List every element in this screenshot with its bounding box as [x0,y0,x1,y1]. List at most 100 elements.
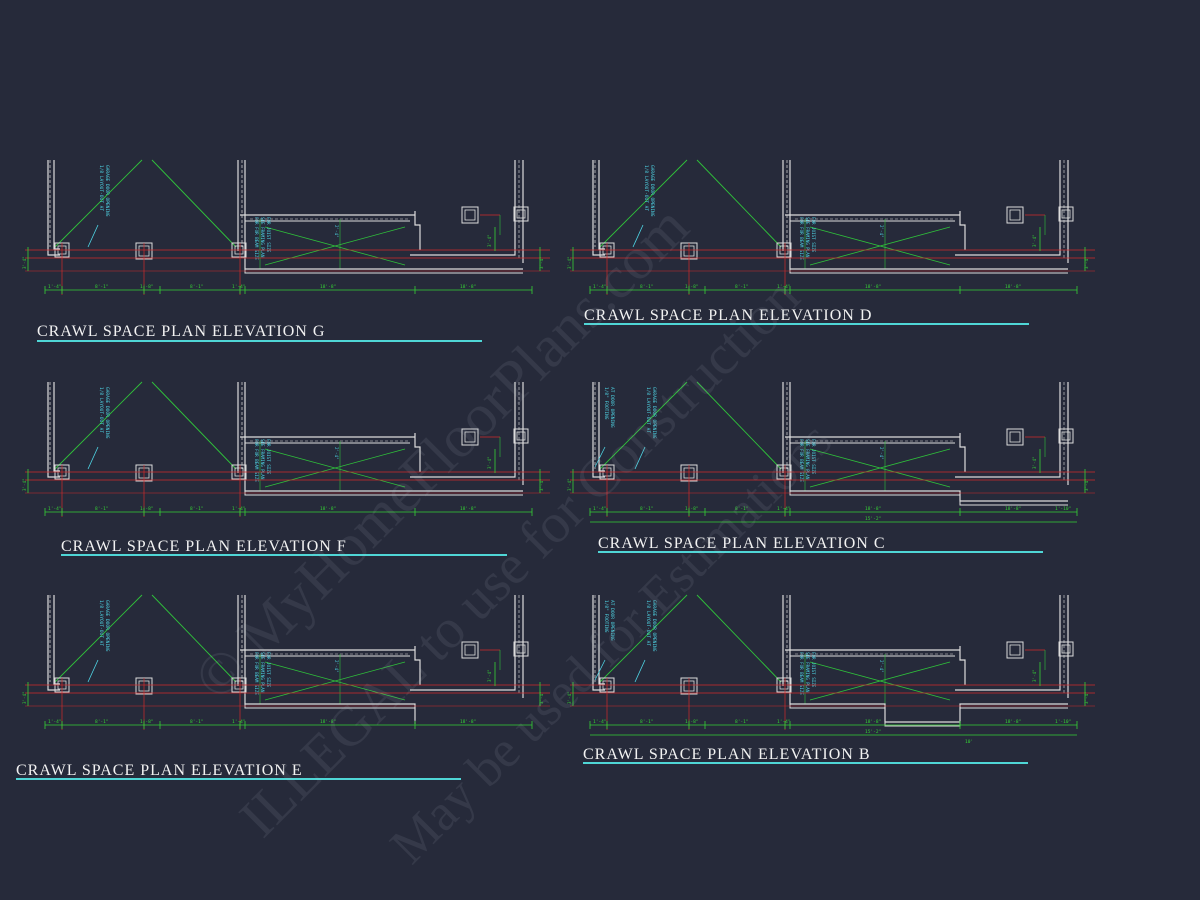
dimension-vertical-label: 3'-4" [1084,478,1089,491]
pier [461,206,479,224]
note-text: GARAGE DOOR OPENING [651,600,657,652]
wing-step [959,646,966,685]
dimension-label-1: 8'-1" [640,719,654,725]
dimension-label-5: 18'-8" [865,719,881,725]
dimension-vertical-label: 3'-4" [22,256,27,269]
garage-diagonal-left [54,159,143,248]
crawl-note: SEE FRAMING PLAN [260,439,265,480]
crawl-note: FOR FOR BEAM SIZE [799,439,804,482]
note-leader [632,224,644,248]
crawl-note: FOR FOR BEAM SIZE [799,217,804,260]
dimension-label-4: 1'-4" [232,719,246,725]
note-leader [634,659,646,683]
pier-inner [516,644,526,654]
plan-title-e: CRAWL SPACE PLAN ELEVATION E [16,762,303,779]
wing-wall-right [955,382,1061,478]
dimension-label-4: 1'-4" [777,284,791,290]
crawl-note: 2'-4" [334,225,339,238]
crawl-note: FOR JOIST SIZE [811,652,816,688]
note-text: 1/8 LAYOUT-OUT AT [645,387,651,433]
wing-step [959,433,966,472]
dimension-label-extra: 15'-2" [865,729,881,735]
wing-wall-right [410,595,516,691]
pier [513,206,529,222]
dimension-label-5: 18'-8" [320,284,336,290]
note-leader [594,446,606,468]
pier [1006,428,1024,446]
title-rule-b [583,762,1028,764]
pier [1058,641,1074,657]
crawl-note: 2'-4" [879,660,884,673]
pier [461,428,479,446]
dimension-label-2: 1'-8" [685,719,699,725]
dimension-label-3: 8'-1" [190,719,204,725]
dimension-label-3: 8'-1" [735,284,749,290]
crawl-wall-bottom-inner [244,473,523,496]
garage-diagonal-left [599,159,688,248]
dimension-label-3: 8'-1" [190,506,204,512]
garage-diagonal-left [599,594,688,683]
crawl-wall-bottom-inner [244,251,523,274]
dimension-label-5: 18'-8" [320,506,336,512]
dimension-label-extra: 1'-10" [1055,506,1071,512]
note-leader [634,446,646,470]
pier-inner [1009,209,1021,221]
pier [513,641,529,657]
dimension-label-0: 1'-4" [48,284,62,290]
plan-title-f: CRAWL SPACE PLAN ELEVATION F [61,538,347,555]
garage-diagonal-left [599,381,688,470]
crawl-note: FOR FOR BEAM SIZE [799,652,804,695]
dimension-vertical-label: 3'-4" [567,478,572,491]
garage-wall-left-inner [53,382,60,472]
plan-title-c: CRAWL SPACE PLAN ELEVATION C [598,535,886,552]
pier-inner [516,209,526,219]
crawl-wall-bottom [244,686,416,720]
dimension-vertical-label: 3'-4" [22,478,27,491]
wing-step [414,433,421,472]
garage-diagonal-right [696,381,782,470]
garage-diagonal-left [54,381,143,470]
pier-inner [1061,431,1071,441]
x-brace-b [809,226,951,266]
note-text: GARAGE DOOR OPENING [104,600,110,652]
garage-wall-left [47,595,60,691]
wing-wall-right [955,160,1061,256]
dimension-label-6: 18'-8" [460,719,476,725]
garage-wall-left [592,382,605,478]
title-rule-e [16,778,461,780]
crawl-wall-bottom-inner [244,686,416,724]
pier-inner [1009,431,1021,443]
crawl-note: FOR JOIST SIZE [266,217,271,253]
note-leader [87,446,99,470]
dimension-label-4: 1'-4" [232,284,246,290]
title-rule-d [584,323,1029,325]
pier [1006,206,1024,224]
crawl-note: FOR JOIST SIZE [266,652,271,688]
dimension-label-1: 8'-1" [640,506,654,512]
pier-inner [464,644,476,656]
dimension-label-5: 18'-8" [865,506,881,512]
pier-inner [464,431,476,443]
pier [1058,428,1074,444]
garage-wall-left [592,595,605,691]
garage-diagonal-right [151,159,237,248]
crawl-wall-bottom-inner [789,686,1068,727]
plan-title-b: CRAWL SPACE PLAN ELEVATION B [583,746,871,763]
note-text: 1/8 LAYOUT-OUT AT [645,600,651,646]
note-text: GARAGE DOOR OPENING [104,387,110,439]
crawl-note: FOR FOR BEAM SIZE [254,439,259,482]
wing-wall-right [410,160,516,256]
crawl-note: SEE FRAMING PLAN [805,652,810,693]
dimension-label-6: 18'-8" [1005,719,1021,725]
note-text: GARAGE DOOR OPENING [649,165,655,217]
crawl-note: FOR JOIST SIZE [811,217,816,253]
garage-diagonal-left [54,594,143,683]
dimension-label-0: 1'-4" [48,719,62,725]
title-rule-f [61,554,507,556]
dimension-label-0: 1'-4" [593,506,607,512]
dimension-vertical-label: 3'-4" [1032,456,1037,469]
